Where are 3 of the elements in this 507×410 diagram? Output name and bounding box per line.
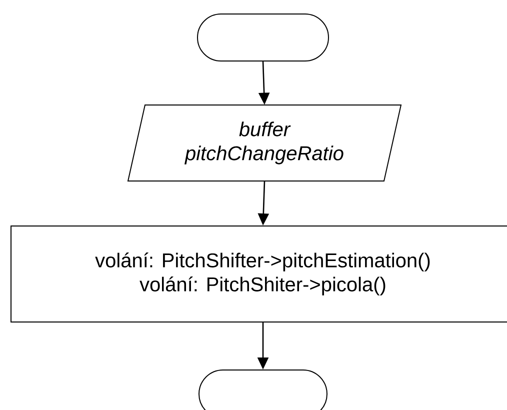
terminator-shape: [198, 369, 328, 410]
terminator-shape: [197, 14, 329, 62]
process-box: volání: PitchShifter->pitchEstimation() volání: PitchShiter->picola(): [10, 226, 507, 322]
